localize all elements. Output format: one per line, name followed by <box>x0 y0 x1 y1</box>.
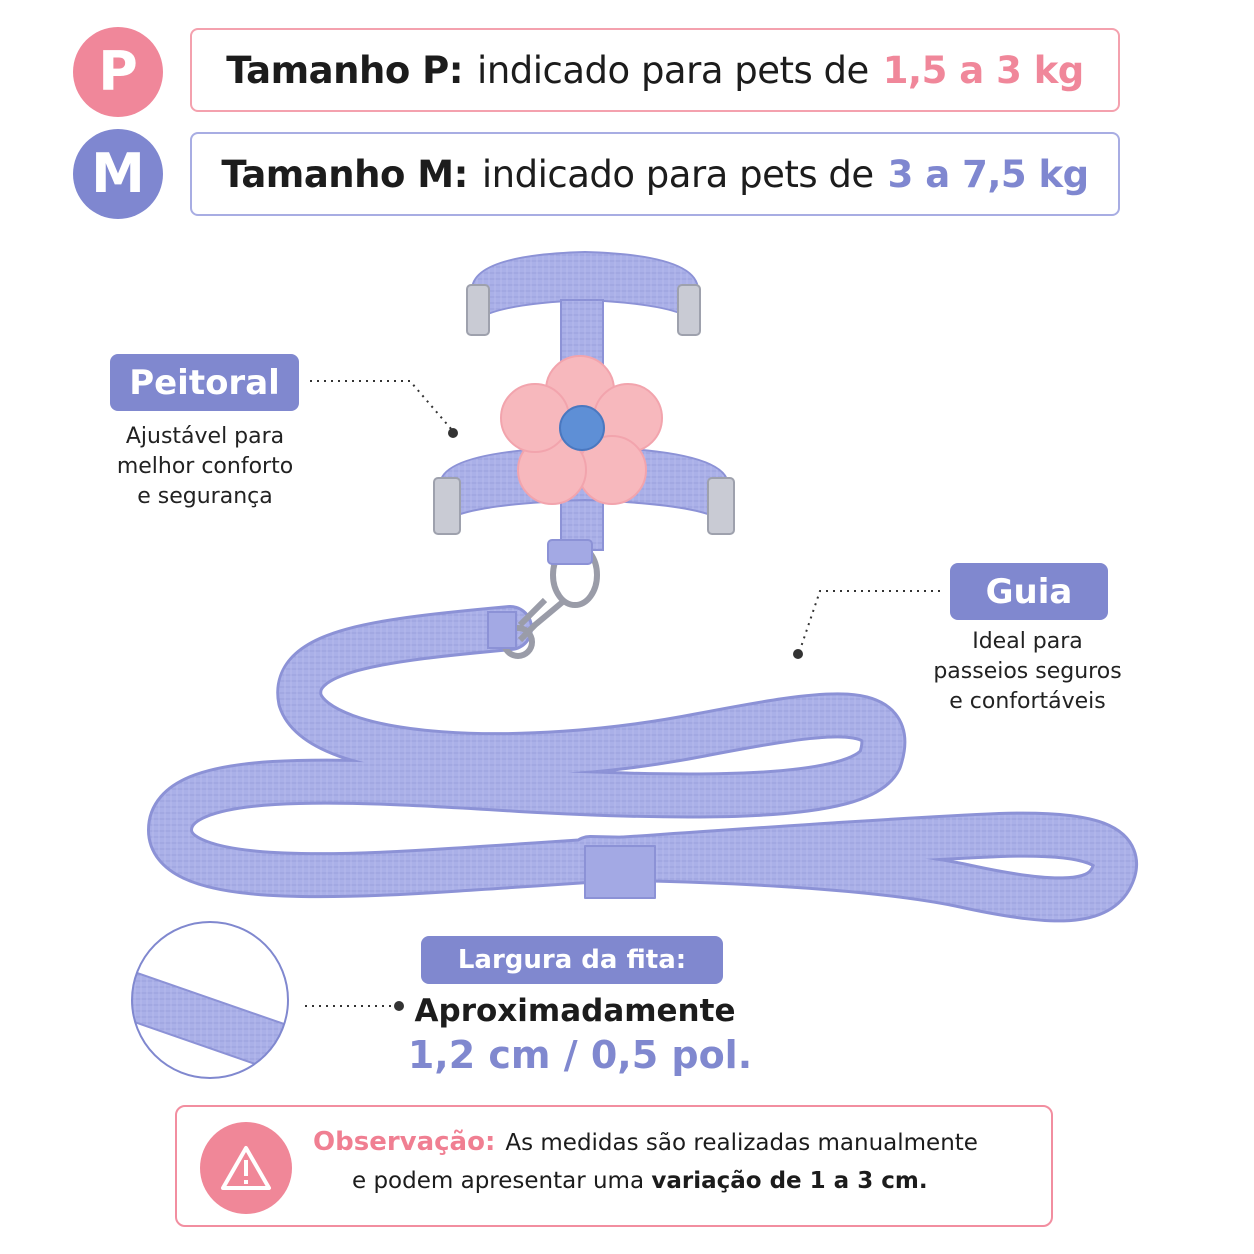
fabric-closeup <box>131 921 289 1079</box>
peitoral-label: Peitoral <box>110 354 299 411</box>
peitoral-desc-line: Ajustável para <box>125 424 285 449</box>
width-value: 1,2 cm / 0,5 pol. <box>407 1033 753 1077</box>
width-dot <box>394 1001 404 1011</box>
peitoral-desc-line: melhor conforto <box>116 454 294 479</box>
size-m-label: Tamanho M: <box>221 152 468 196</box>
size-m-badge: M <box>73 129 163 219</box>
connector-lines <box>305 380 940 1007</box>
size-p-badge: P <box>73 27 163 117</box>
guia-desc-line: passeios seguros <box>933 659 1122 684</box>
note-line-2-text: e podem apresentar uma <box>352 1168 645 1194</box>
size-p-label: Tamanho P: <box>226 48 464 92</box>
width-label: Largura da fita: <box>421 936 723 984</box>
size-p-box: Tamanho P: indicado para pets de 1,5 a 3… <box>190 28 1120 112</box>
leash <box>147 605 1138 923</box>
peitoral-dot <box>448 428 458 438</box>
note-line-1: Observação: As medidas são realizadas man… <box>313 1127 978 1157</box>
note-box <box>175 1105 1053 1227</box>
size-m-box: Tamanho M: indicado para pets de 3 a 7,5… <box>190 132 1120 216</box>
width-main-text: Aproximadamente <box>414 993 736 1029</box>
peitoral-desc-line: e segurança <box>137 484 273 509</box>
note-line-2-strong: variação de 1 a 3 cm. <box>651 1168 928 1194</box>
guia-label: Guia <box>950 563 1108 620</box>
size-p-text: indicado para pets de <box>477 48 869 92</box>
note-line-1-text: As medidas são realizadas manualmente <box>505 1130 978 1156</box>
peitoral-description: Ajustável para melhor conforto e seguran… <box>95 422 315 512</box>
guia-desc-line: Ideal para <box>972 629 1083 654</box>
warning-icon <box>200 1122 292 1214</box>
size-m-text: indicado para pets de <box>481 152 874 196</box>
guia-desc-line: e confortáveis <box>949 689 1106 714</box>
flower-decoration <box>500 355 663 505</box>
guia-description: Ideal para passeios seguros e confortáve… <box>915 627 1140 717</box>
size-m-value: 3 a 7,5 kg <box>887 152 1090 196</box>
guia-dot <box>793 649 803 659</box>
size-p-value: 1,5 a 3 kg <box>882 48 1085 92</box>
leash-end <box>487 611 517 649</box>
note-line-2: e podem apresentar uma variação de 1 a 3… <box>352 1168 928 1194</box>
note-title: Observação: <box>313 1127 496 1157</box>
